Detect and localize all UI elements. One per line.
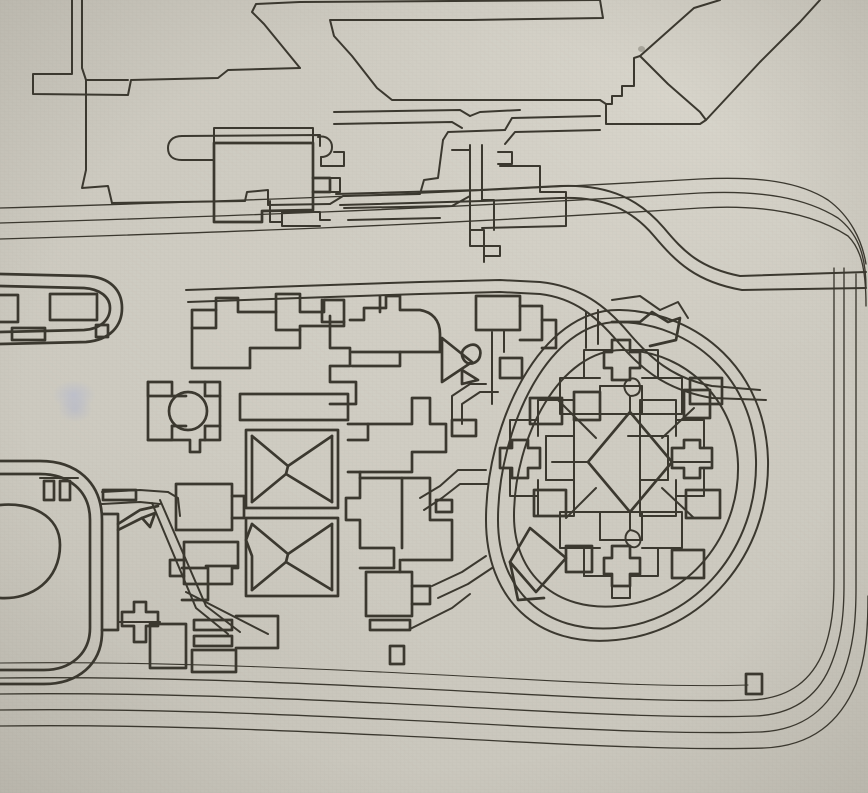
central-west-blocks xyxy=(101,482,280,674)
main-diagonal-avenue xyxy=(185,279,767,401)
x-braced-courtyard-upper xyxy=(244,428,340,510)
cruciform-pavilion-east xyxy=(627,399,714,517)
east-circle-north-links xyxy=(474,294,689,350)
north-east-sawtooth-wedge xyxy=(599,0,821,125)
cruciform-pavilion-south xyxy=(559,511,683,599)
southwest-oval-compound xyxy=(0,459,160,686)
north-service-roads xyxy=(333,109,601,263)
east-circle-outbuildings xyxy=(388,356,764,696)
south-perimeter-road-band xyxy=(0,267,868,750)
central-diagonal-drive xyxy=(151,499,269,635)
central-mid-blocks xyxy=(180,396,478,632)
southwest-connector xyxy=(101,489,181,623)
east-circle-outer-ring xyxy=(485,308,770,642)
central-block-row-north-east xyxy=(328,294,442,406)
north-east-diagonal-road xyxy=(335,184,867,291)
east-circle-west-approaches xyxy=(407,329,505,631)
central-diamond-plaza xyxy=(551,377,711,549)
central-block-row-north xyxy=(190,292,346,370)
north-west-street-outline xyxy=(32,0,331,206)
north-block-hall xyxy=(167,127,345,227)
x-braced-courtyard-lower xyxy=(244,516,340,598)
west-oval-compound xyxy=(0,272,124,346)
triangular-verge xyxy=(140,336,482,529)
east-circle-inner-ring xyxy=(513,348,740,608)
north-perimeter-road-band xyxy=(0,177,867,307)
rotunda-block xyxy=(146,380,222,454)
cruciform-pavilion-north xyxy=(559,338,683,415)
central-long-bar xyxy=(238,392,350,422)
south-outer-edge-road xyxy=(0,662,749,687)
north-central-plaza-outline xyxy=(251,0,604,205)
